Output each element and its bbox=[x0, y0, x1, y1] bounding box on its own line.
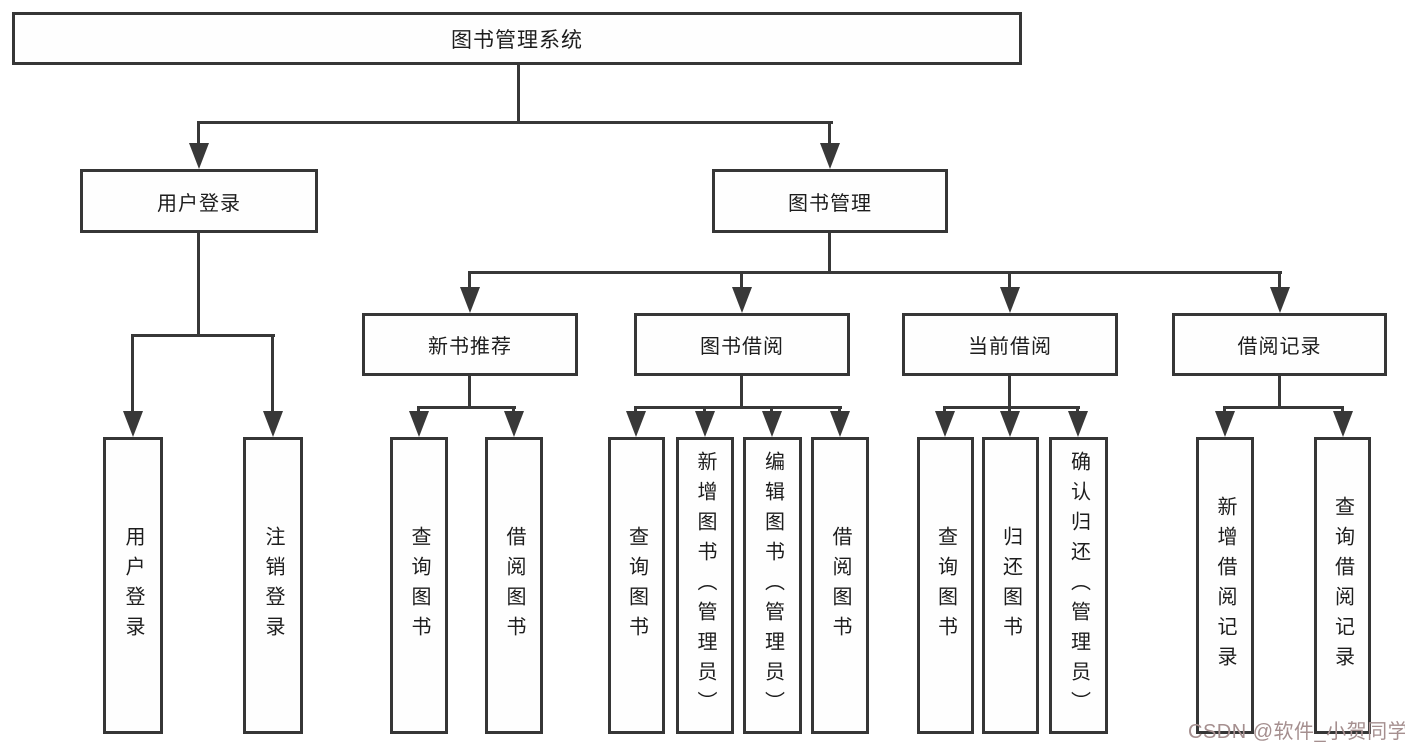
connector-root-stem bbox=[517, 65, 520, 121]
arrow-to-book-management bbox=[828, 121, 831, 143]
connector-borrow-records-stem bbox=[1278, 376, 1281, 408]
arrow-to-user-login bbox=[197, 121, 200, 143]
connector-rail-user-login bbox=[131, 334, 275, 337]
arrow-leaf bbox=[512, 406, 515, 411]
node-current-borrow: 当前借阅 bbox=[902, 313, 1118, 376]
leaf-borrow-books-recommend: 借阅图书 bbox=[485, 437, 543, 734]
arrow-leaf bbox=[703, 406, 706, 411]
connector-rail-new-recommend bbox=[417, 406, 516, 409]
arrow-to-borrow-records bbox=[1278, 271, 1281, 287]
connector-rail-book-borrow bbox=[634, 406, 842, 409]
connector-current-borrow-stem bbox=[1008, 376, 1011, 408]
leaf-edit-books-admin: 编辑图书（管理员） bbox=[743, 437, 802, 734]
leaf-query-borrow-record: 查询借阅记录 bbox=[1314, 437, 1371, 734]
node-book-borrow: 图书借阅 bbox=[634, 313, 850, 376]
leaf-query-books-current: 查询图书 bbox=[917, 437, 974, 734]
connector-new-recommend-stem bbox=[468, 376, 471, 408]
arrow-leaf bbox=[1076, 406, 1079, 411]
node-book-management: 图书管理 bbox=[712, 169, 948, 233]
arrow-leaf bbox=[770, 406, 773, 411]
leaf-add-borrow-record: 新增借阅记录 bbox=[1196, 437, 1254, 734]
leaf-add-books-admin: 新增图书（管理员） bbox=[676, 437, 734, 734]
arrow-leaf bbox=[943, 406, 946, 411]
leaf-query-books-borrow: 查询图书 bbox=[608, 437, 665, 734]
arrow-to-user-login-leaf bbox=[131, 334, 134, 411]
csdn-watermark: CSDN @软件_小贺同学 bbox=[1188, 721, 1405, 743]
arrow-leaf bbox=[1223, 406, 1226, 411]
connector-rail-current-borrow bbox=[943, 406, 1080, 409]
arrow-leaf bbox=[1008, 406, 1011, 411]
leaf-user-login: 用户登录 bbox=[103, 437, 163, 734]
arrow-leaf bbox=[1341, 406, 1344, 411]
arrow-leaf bbox=[838, 406, 841, 411]
node-borrow-records: 借阅记录 bbox=[1172, 313, 1387, 376]
node-user-login: 用户登录 bbox=[80, 169, 318, 233]
arrow-to-logout-leaf bbox=[271, 334, 274, 411]
arrow-to-new-recommend bbox=[468, 271, 471, 287]
leaf-borrow-books: 借阅图书 bbox=[811, 437, 869, 734]
arrow-leaf bbox=[634, 406, 637, 411]
connector-book-mgmt-stem bbox=[828, 233, 831, 274]
node-library-system: 图书管理系统 bbox=[12, 12, 1022, 65]
connector-rail-borrow-records bbox=[1223, 406, 1344, 409]
arrow-to-current-borrow bbox=[1008, 271, 1011, 287]
arrow-to-book-borrow bbox=[740, 271, 743, 287]
leaf-return-books: 归还图书 bbox=[982, 437, 1039, 734]
leaf-confirm-return-admin: 确认归还（管理员） bbox=[1049, 437, 1108, 734]
leaf-query-books-recommend: 查询图书 bbox=[390, 437, 448, 734]
connector-rail-level3 bbox=[468, 271, 1282, 274]
connector-book-borrow-stem bbox=[740, 376, 743, 408]
leaf-logout: 注销登录 bbox=[243, 437, 303, 734]
connector-user-login-stem bbox=[197, 233, 200, 334]
node-new-book-recommend: 新书推荐 bbox=[362, 313, 578, 376]
arrow-leaf bbox=[417, 406, 420, 411]
connector-rail-level2 bbox=[197, 121, 833, 124]
